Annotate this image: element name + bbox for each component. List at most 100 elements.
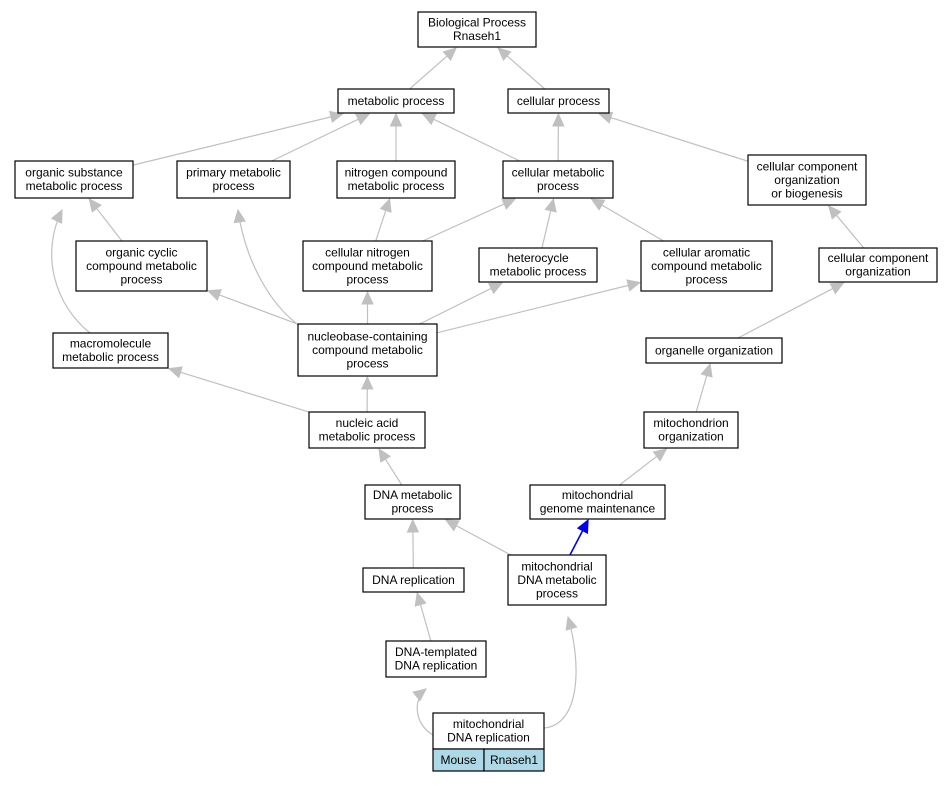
edge-line: [456, 525, 511, 555]
node-label-line: metabolic process: [62, 350, 159, 364]
node-label-line: mitochondrion: [653, 416, 728, 430]
node-dna-replication[interactable]: DNA replication: [363, 568, 464, 592]
edge-arrowhead: [208, 290, 221, 300]
node-label-line: DNA replication: [447, 731, 530, 745]
edge-nucleobase-to-organic-cyclic: [208, 290, 298, 324]
edge-arrowhead: [446, 520, 459, 531]
edge-arrowhead: [362, 377, 373, 389]
node-label-line: organic substance: [25, 166, 123, 180]
node-label-line: Rnaseh1: [453, 29, 501, 43]
node-label-line: macromolecule: [70, 337, 152, 351]
node-label-line: process: [391, 502, 433, 516]
node-label-line: genome maintenance: [540, 502, 656, 516]
edge-primary-metabolic-to-metabolic: [272, 114, 369, 161]
node-label-line: cellular process: [517, 94, 600, 108]
node-label-line: DNA metabolic: [517, 573, 596, 587]
edge-arrowhead: [502, 199, 515, 209]
node-label-line: compound metabolic: [651, 259, 762, 273]
edge-nucleobase-to-cellular-nitrogen: [362, 292, 373, 324]
edge-dna-templated-to-dna-replication: [415, 593, 431, 641]
node-label-line: metabolic process: [490, 265, 587, 279]
edge-cellular-metabolic-to-metabolic: [423, 114, 520, 161]
node-label-line: DNA replication: [395, 659, 478, 673]
edge-line: [96, 208, 122, 241]
edge-cco-to-ccob: [829, 206, 864, 248]
edge-line: [385, 458, 402, 485]
node-label-line: organization: [845, 265, 910, 279]
edge-mito-dna-metabolic-to-dna-metabolic: [446, 520, 511, 555]
edge-cellular-nitrogen-to-nitrogen-compound: [376, 199, 391, 241]
edge-arrowhead: [653, 449, 666, 461]
edge-line: [506, 55, 544, 89]
edge-arrowhead: [413, 689, 426, 701]
node-label-line: process: [537, 179, 579, 193]
edge-line: [601, 205, 664, 241]
edge-mito-genome-to-mito-org: [620, 449, 667, 485]
edge-arrowhead: [423, 114, 436, 124]
edge-mito-dna-replication-to-dna-templated: [413, 689, 433, 735]
edge-line: [696, 375, 707, 412]
edge-line: [836, 214, 864, 248]
edge-cellular-aromatic-to-cellular-metabolic: [591, 199, 663, 241]
node-label-line: cellular metabolic: [512, 166, 605, 180]
node-label-line: nucleobase-containing: [307, 329, 427, 343]
node-label-line: metabolic process: [319, 430, 416, 444]
edge-line: [133, 117, 332, 166]
edge-line: [180, 372, 309, 412]
edge-cellular-to-bp: [498, 48, 545, 89]
edge-heterocycle-to-cellular-metabolic: [542, 199, 556, 248]
node-cellular[interactable]: cellular process: [508, 89, 609, 113]
node-label-line: process: [212, 179, 254, 193]
edge-line: [272, 119, 359, 161]
edge-arrowhead: [578, 520, 588, 533]
edge-arrowhead: [362, 292, 373, 304]
edge-organic-cyclic-to-organic-substance: [89, 199, 122, 241]
edge-line: [544, 617, 576, 728]
edge-dna-metabolic-to-nucleic-acid: [379, 449, 402, 485]
node-metabolic[interactable]: metabolic process: [338, 89, 454, 113]
edge-mito-dna-replication-to-mito-dna-metabolic: [544, 617, 577, 728]
node-organelle[interactable]: organelle organization: [646, 338, 782, 363]
node-label-line: DNA replication: [372, 573, 455, 587]
node-label-line: heterocycle: [507, 251, 569, 265]
edge-mito-org-to-organelle: [696, 364, 712, 412]
edge-line: [423, 204, 505, 241]
edge-arrowhead: [169, 367, 182, 378]
gene-label: Rnaseh1: [490, 753, 538, 767]
edges-layer: [52, 48, 864, 735]
edge-mito-dna-metabolic-to-mito-genome: [570, 520, 588, 555]
edge-dna-replication-to-dna-metabolic: [407, 520, 418, 568]
edge-cellular-metabolic-to-cellular: [553, 114, 564, 161]
node-label-line: process: [685, 272, 727, 286]
node-label-line: nitrogen compound: [345, 166, 448, 180]
edge-arrowhead: [591, 199, 604, 210]
edge-line: [376, 209, 386, 241]
node-label-line: compound metabolic: [312, 343, 423, 357]
edge-arrowhead: [381, 199, 391, 212]
node-label-line: DNA-templated: [395, 645, 477, 659]
node-label-line: mitochondrial: [562, 488, 633, 502]
node-label-line: or biogenesis: [771, 186, 842, 200]
edge-arrowhead: [566, 617, 577, 630]
